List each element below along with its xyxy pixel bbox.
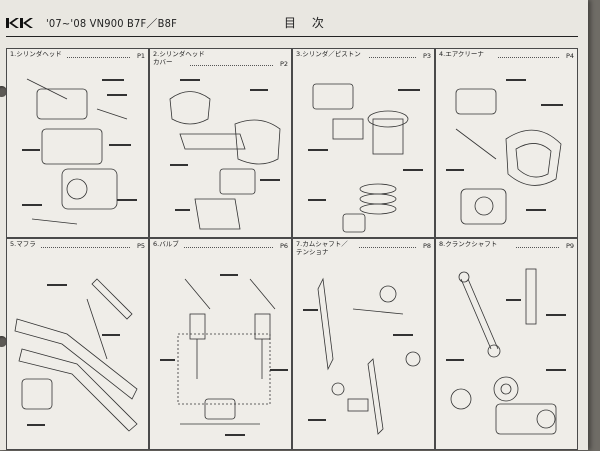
panel-label: 8.クランクシャフト <box>439 240 498 248</box>
panel-label: 2.シリンダヘッド カバー <box>153 50 205 66</box>
toc-panel-crankshaft[interactable]: 8.クランクシャフト P9 <box>435 238 578 450</box>
binder-hole-bottom <box>0 336 7 347</box>
toc-panel-air-cleaner[interactable]: 4.エアクリーナ P4 <box>435 48 578 238</box>
head-cover-diagram-icon <box>169 79 281 230</box>
kawasaki-logo-icon <box>6 18 33 28</box>
leader-dots <box>359 247 416 248</box>
toc-panel-cylinder-head-cover[interactable]: 2.シリンダヘッド カバー P2 <box>149 48 292 238</box>
piston-diagram-icon <box>308 83 423 233</box>
leader-dots <box>369 57 416 58</box>
cylinder-head-diagram-icon <box>22 78 137 225</box>
panel-label: 6.バルブ <box>153 240 179 248</box>
panel-page-number: P2 <box>279 60 288 68</box>
leader-dots <box>184 247 273 248</box>
panel-label: 4.エアクリーナ <box>439 50 484 58</box>
air-cleaner-diagram-icon <box>446 79 563 225</box>
leader-dots <box>67 57 130 58</box>
toc-panel-cylinder-head[interactable]: 1.シリンダヘッド P1 <box>6 48 149 238</box>
leader-dots <box>498 57 559 58</box>
panel-page-number: P1 <box>136 52 145 60</box>
toc-panel-cylinder-piston[interactable]: 3.シリンダ／ピストン P3 <box>292 48 435 238</box>
panel-label: 1.シリンダヘッド <box>10 50 62 58</box>
panel-page-number: P3 <box>422 52 431 60</box>
toc-grid: 1.シリンダヘッド P1 <box>6 48 578 450</box>
panel-page-number: P9 <box>565 242 574 250</box>
valve-diagram-icon <box>160 274 288 436</box>
page-header: '07~'08 VN900 B7F／B8F 目 次 <box>6 14 576 36</box>
catalog-page: '07~'08 VN900 B7F／B8F 目 次 1.シリンダヘッド P1 <box>0 0 588 450</box>
leader-dots <box>41 247 130 248</box>
model-title: '07~'08 VN900 B7F／B8F <box>46 17 178 30</box>
toc-panel-camshaft-tensioner[interactable]: 7.カムシャフト／ テンショナ P8 <box>292 238 435 450</box>
panel-label: 3.シリンダ／ピストン <box>296 50 361 58</box>
panel-label: 7.カムシャフト／ テンショナ <box>296 240 348 256</box>
panel-page-number: P5 <box>136 242 145 250</box>
camshaft-diagram-icon <box>303 277 421 435</box>
crankshaft-diagram-icon <box>446 268 566 435</box>
binder-hole-top <box>0 86 7 97</box>
panel-label: 5.マフラ <box>10 240 36 248</box>
toc-title: 目 次 <box>284 16 330 30</box>
toc-panel-muffler[interactable]: 5.マフラ P5 <box>6 238 149 450</box>
panel-page-number: P8 <box>422 242 431 250</box>
panel-page-number: P6 <box>279 242 288 250</box>
muffler-diagram-icon <box>14 278 138 432</box>
toc-panel-valve[interactable]: 6.バルブ P6 <box>149 238 292 450</box>
leader-dots <box>190 65 273 66</box>
leader-dots <box>516 247 559 248</box>
panel-page-number: P4 <box>565 52 574 60</box>
header-rule <box>6 36 578 37</box>
